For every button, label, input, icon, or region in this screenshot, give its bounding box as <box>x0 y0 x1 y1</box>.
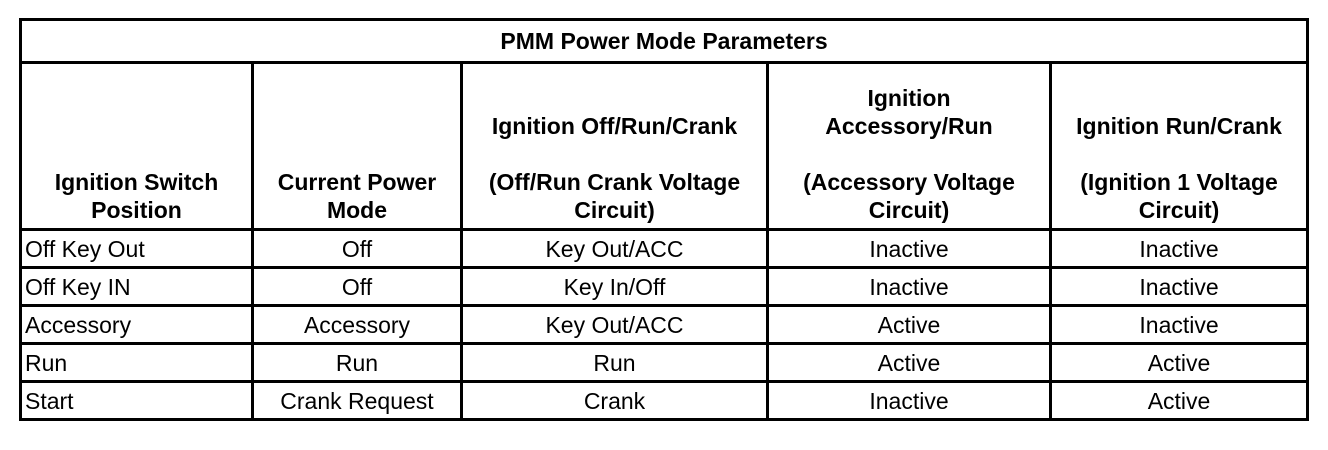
table-cell: Inactive <box>1048 304 1310 345</box>
table-cell: Inactive <box>1048 266 1310 307</box>
table-cell: Active <box>766 342 1052 383</box>
table-cell: Off <box>251 266 463 307</box>
power-mode-table: PMM Power Mode Parameters Ignition Switc… <box>18 18 1310 421</box>
header-label: Ignition Accessory/Run <box>825 85 993 139</box>
table-cell: Run <box>19 342 254 383</box>
table-cell: Off Key Out <box>19 228 254 269</box>
table-cell: Inactive <box>1048 228 1310 269</box>
table-header-row: Ignition Switch Position Current Power M… <box>19 61 1310 231</box>
table-cell: Inactive <box>766 266 1052 307</box>
header-current-power-mode: Current Power Mode <box>251 61 463 231</box>
header-sublabel: (Accessory Voltage Circuit) <box>803 169 1015 223</box>
header-sublabel: (Ignition 1 Voltage Circuit) <box>1080 169 1278 223</box>
header-label: Ignition Switch Position <box>54 169 219 223</box>
table-cell: Crank Request <box>251 380 463 421</box>
table-row: Start Crank Request Crank Inactive Activ… <box>19 380 1310 421</box>
table-cell: Run <box>251 342 463 383</box>
table-cell: Run <box>460 342 769 383</box>
table-cell: Off <box>251 228 463 269</box>
table-cell: Accessory <box>251 304 463 345</box>
table-cell: Active <box>1048 380 1310 421</box>
table-cell: Start <box>19 380 254 421</box>
header-ignition-accessory-run: Ignition Accessory/Run (Accessory Voltag… <box>766 61 1052 231</box>
header-spacer <box>769 140 1049 168</box>
table-row: Run Run Run Active Active <box>19 342 1310 383</box>
table-cell: Active <box>1048 342 1310 383</box>
header-ignition-switch-position: Ignition Switch Position <box>19 61 254 231</box>
table-cell: Key In/Off <box>460 266 769 307</box>
table-cell: Key Out/ACC <box>460 228 769 269</box>
table-title: PMM Power Mode Parameters <box>18 18 1310 64</box>
power-mode-table-container: PMM Power Mode Parameters Ignition Switc… <box>18 18 1310 421</box>
header-sublabel: (Off/Run Crank Voltage Circuit) <box>488 169 741 223</box>
header-spacer <box>1052 140 1306 168</box>
header-label: Current Power Mode <box>277 169 437 223</box>
table-row: Off Key Out Off Key Out/ACC Inactive Ina… <box>19 228 1310 269</box>
header-ignition-off-run-crank: Ignition Off/Run/Crank (Off/Run Crank Vo… <box>460 61 769 231</box>
header-label: Ignition Off/Run/Crank <box>491 113 738 139</box>
table-title-row: PMM Power Mode Parameters <box>18 18 1310 64</box>
table-cell: Accessory <box>19 304 254 345</box>
table-row: Off Key IN Off Key In/Off Inactive Inact… <box>19 266 1310 307</box>
table-cell: Inactive <box>766 228 1052 269</box>
table-row: Accessory Accessory Key Out/ACC Active I… <box>19 304 1310 345</box>
table-cell: Active <box>766 304 1052 345</box>
header-label: Ignition Run/Crank <box>1076 113 1282 139</box>
table-cell: Inactive <box>766 380 1052 421</box>
table-cell: Off Key IN <box>19 266 254 307</box>
table-cell: Crank <box>460 380 769 421</box>
header-ignition-run-crank: Ignition Run/Crank (Ignition 1 Voltage C… <box>1048 61 1310 231</box>
table-cell: Key Out/ACC <box>460 304 769 345</box>
header-spacer <box>463 140 766 168</box>
